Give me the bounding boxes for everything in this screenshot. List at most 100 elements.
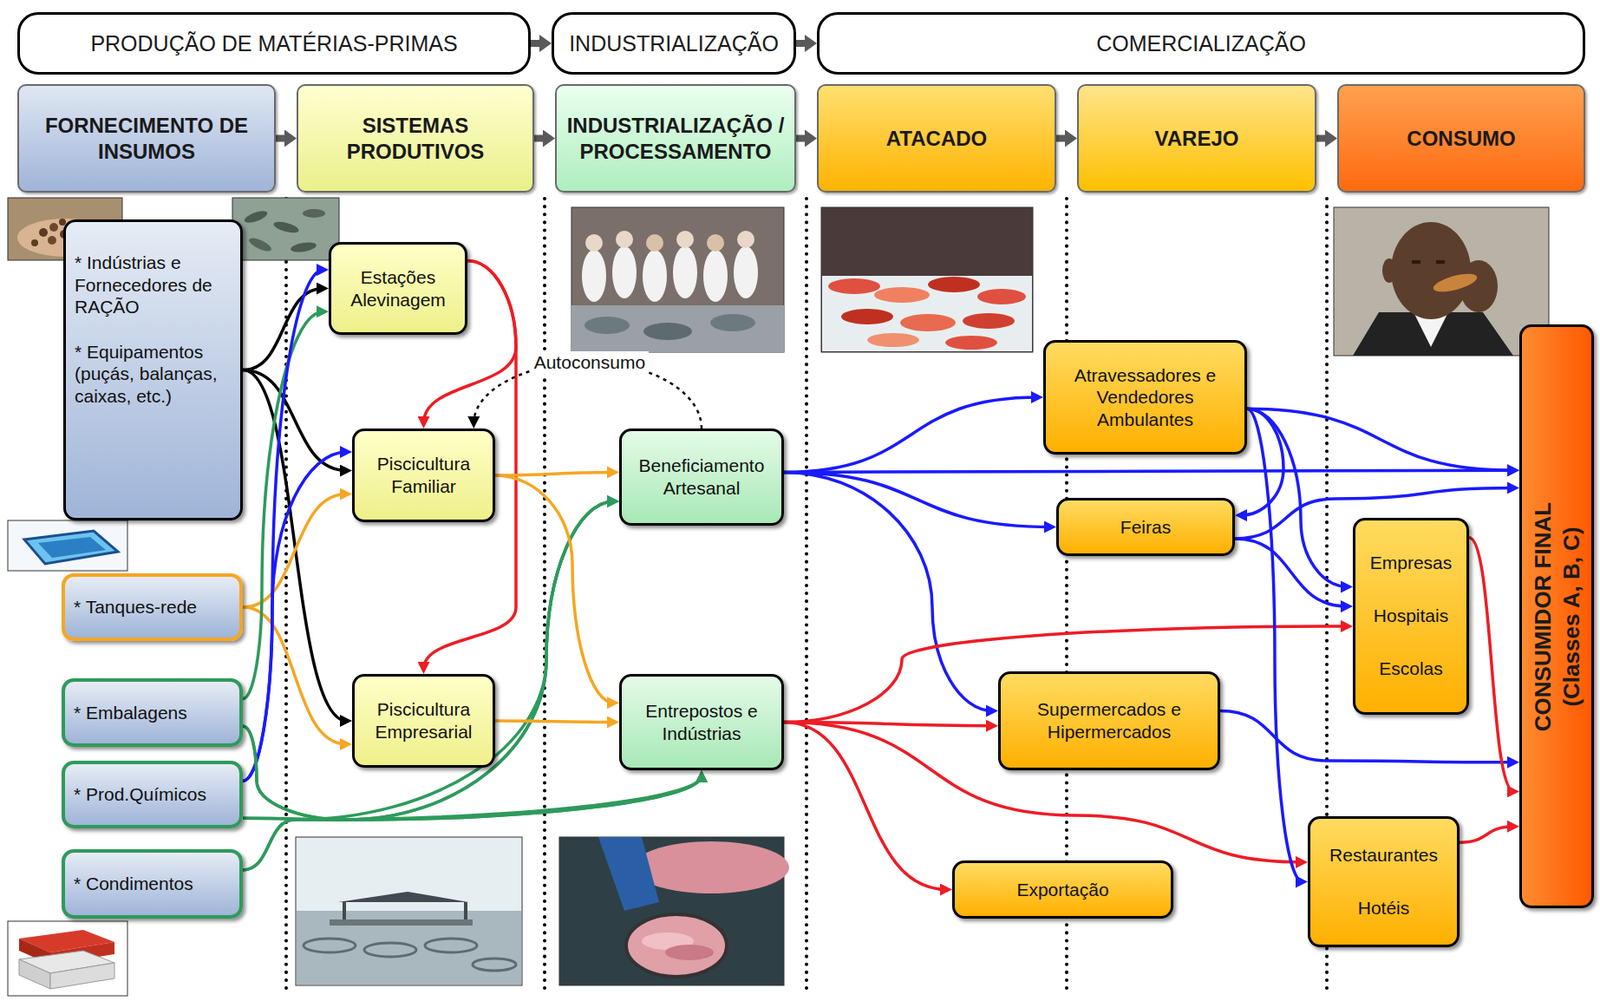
fish-farm-photo-part	[303, 938, 356, 953]
input-box: * Prod.Químicos	[61, 760, 243, 829]
node-text: Beneficiamento Artesanal	[628, 454, 775, 499]
processing-workers-photo	[571, 207, 784, 353]
flow-connector	[1056, 135, 1072, 143]
processing-workers-photo-part	[612, 246, 637, 299]
fish-water-photo	[232, 197, 340, 261]
fish-water-photo-part	[272, 219, 301, 235]
fish-market-photo-part	[828, 278, 881, 294]
node-text: SISTEMAS PRODUTIVOS	[306, 112, 524, 164]
stage-chevron: ATACADO	[816, 84, 1057, 193]
flow-connector	[534, 135, 550, 143]
processing-workers-photo-part	[646, 234, 664, 252]
process-box: Estações Alevinagem	[328, 241, 468, 335]
fish-boxes-photo	[7, 920, 128, 996]
flow-connector	[783, 471, 993, 711]
node-text: Estações Alevinagem	[338, 266, 458, 311]
process-box: Exportação	[952, 860, 1174, 919]
fish-water-photo-part	[289, 240, 317, 254]
flow-connector	[495, 475, 614, 703]
flow-connector	[242, 501, 614, 820]
flow-connector	[242, 311, 324, 699]
flow-connector	[1459, 826, 1515, 843]
phase-band: PRODUÇÃO DE MATÉRIAS-PRIMAS	[17, 12, 531, 75]
flow-connector	[242, 501, 614, 870]
net-tank-photo-part	[38, 536, 106, 558]
flow-connector	[275, 135, 292, 143]
flow-connector	[1316, 135, 1333, 143]
fish-farm-photo-part	[342, 901, 347, 921]
fish-basket-photo-part	[633, 841, 790, 894]
fish-market-photo-part	[927, 276, 980, 293]
node-text: * Tanques-rede	[73, 595, 231, 619]
fish-market-photo-part	[900, 313, 956, 332]
feed-pellets-photo-part	[49, 222, 59, 232]
flow-connector	[242, 501, 614, 820]
feed-pellets-photo-part	[39, 228, 48, 237]
node-text: PRODUÇÃO DE MATÉRIAS-PRIMAS	[32, 30, 516, 58]
consumer-eating-photo-part	[1391, 222, 1471, 320]
consumer-eating-photo-part	[1436, 260, 1445, 264]
process-box: Entrepostos e Indústrias	[619, 673, 784, 771]
flow-connector	[1247, 408, 1303, 882]
node-text: INDUSTRIALIZAÇÃO / PROCESSAMENTO	[565, 112, 786, 164]
consumer-eating-photo	[1333, 207, 1549, 356]
fish-farm-photo-part	[329, 919, 473, 926]
node-text: CONSUMO	[1347, 125, 1575, 151]
fish-farm-photo-part	[364, 942, 417, 957]
node-text: Empresas Hospitais Escolas	[1362, 536, 1460, 696]
fish-market-photo-part	[841, 308, 894, 325]
flow-connector	[530, 39, 547, 47]
processing-workers-photo-part	[643, 322, 693, 340]
node-text: * Equipamentos (puçás, balanças, caixas,…	[74, 340, 234, 408]
node-text: COMERCIALIZAÇÃO	[831, 30, 1571, 58]
processing-workers-photo-part	[571, 305, 784, 353]
flow-connector	[1234, 538, 1348, 607]
feed-pellets-photo-part	[47, 235, 57, 245]
processing-workers-photo-part	[642, 249, 667, 302]
fish-market-photo-part	[945, 335, 998, 350]
process-box: Atravessadores e Vendedores Ambulantes	[1043, 339, 1248, 455]
consumer-eating-photo-part	[1431, 270, 1479, 296]
fish-market-photo-part	[977, 288, 1026, 305]
flow-connector	[796, 39, 812, 47]
processing-workers-photo-part	[737, 230, 755, 249]
phase-band: INDUSTRIALIZAÇÃO	[551, 12, 797, 75]
node-text: VAREJO	[1087, 125, 1307, 151]
phase-band: COMERCIALIZAÇÃO	[816, 12, 1586, 75]
flow-connector	[783, 471, 1052, 527]
flow-connector	[242, 451, 347, 781]
node-text: Piscicultura Familiar	[361, 452, 486, 497]
processing-workers-photo-part	[672, 246, 698, 299]
flow-connector	[242, 775, 702, 820]
node-text: * Embalagens	[73, 701, 231, 725]
fish-water-photo-part	[247, 235, 274, 255]
feed-pellets-photo-part	[31, 239, 39, 247]
fish-farm-photo-part	[295, 836, 523, 986]
input-box: * Indústrias e Fornecedores de RAÇÃO * Eq…	[63, 219, 243, 521]
flow-connector	[242, 370, 347, 722]
input-box: * Embalagens	[61, 678, 243, 747]
stage-chevron: CONSUMO	[1337, 84, 1586, 193]
node-text: INDUSTRIALIZAÇÃO	[566, 30, 782, 58]
process-box: Piscicultura Empresarial	[352, 673, 496, 768]
process-box: Feiras	[1056, 497, 1235, 556]
flow-connector	[1220, 711, 1515, 763]
process-box: Empresas Hospitais Escolas	[1352, 517, 1470, 715]
fish-farm-photo-part	[424, 938, 477, 953]
fish-market-photo-part	[962, 313, 1015, 329]
process-box: Piscicultura Familiar	[352, 428, 496, 523]
fish-farm-photo-part	[463, 901, 468, 921]
stage-chevron: INDUSTRIALIZAÇÃO / PROCESSAMENTO	[555, 84, 797, 193]
flow-connector	[783, 397, 1039, 472]
node-text: * Indústrias e Fornecedores de RAÇÃO	[74, 251, 234, 319]
processing-workers-photo-part	[615, 230, 634, 249]
fish-water-photo-part	[302, 208, 326, 218]
edge-label: Autoconsumo	[530, 351, 649, 373]
processing-workers-photo-part	[581, 249, 607, 302]
fish-market-photo-part	[822, 275, 1032, 352]
flow-connector	[796, 135, 812, 143]
fish-basket-photo-part	[598, 836, 660, 911]
flow-connector	[1469, 537, 1515, 792]
flow-connector	[242, 607, 347, 745]
node-text: Atravessadores e Vendedores Ambulantes	[1052, 364, 1238, 432]
